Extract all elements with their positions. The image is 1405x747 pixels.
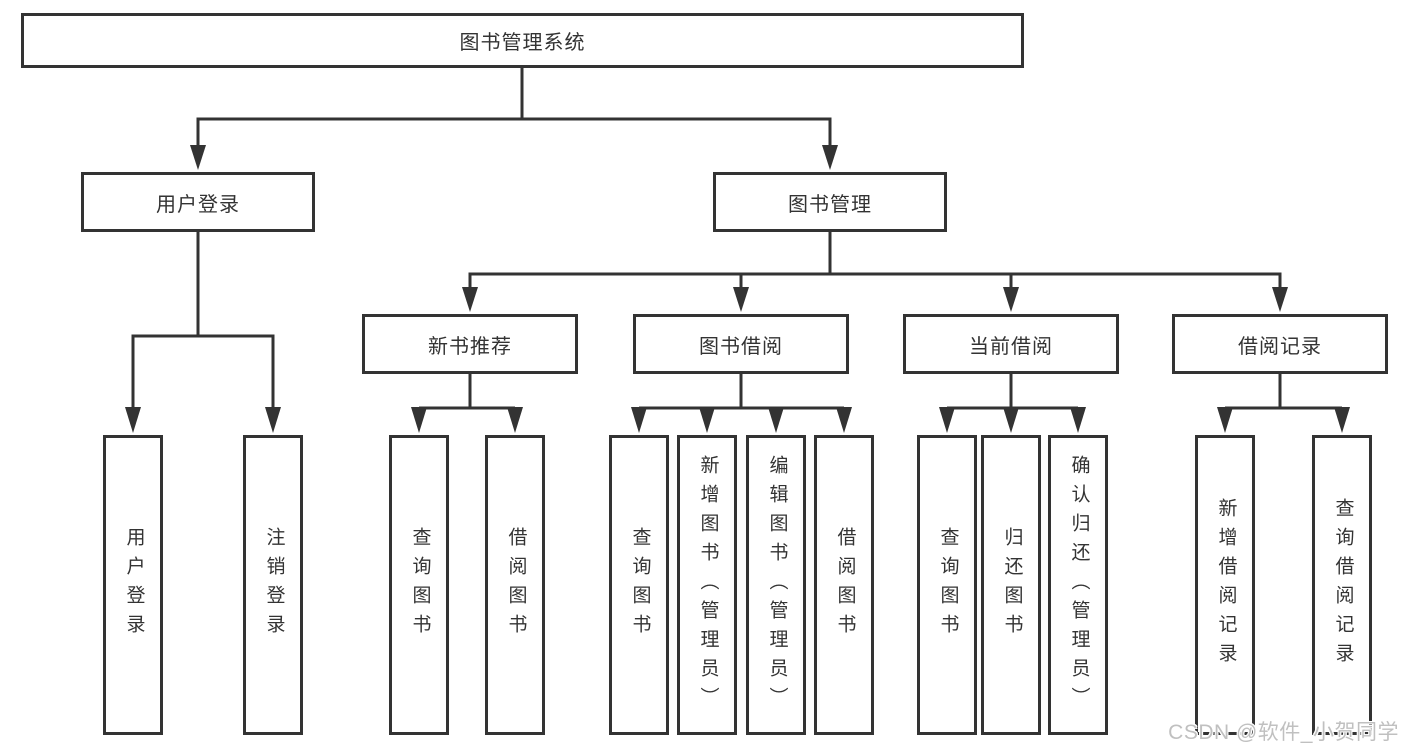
node-book-management-label: 图书管理 [788,193,872,216]
node-book-management: 图书管理 [713,172,947,232]
watermark: CSDN @软件_小贺同学 [1168,721,1399,744]
leaf-query-book-borrow-label: 查询图书 [629,527,651,643]
leaf-query-book-current: 查询图书 [917,435,977,735]
node-root-label: 图书管理系统 [459,32,586,54]
node-current-borrow-label: 当前借阅 [969,335,1053,358]
leaf-edit-book-admin: 编辑图书（管理员） [746,435,806,735]
leaf-confirm-return-admin: 确认归还（管理员） [1048,435,1108,735]
node-book-borrow: 图书借阅 [633,314,849,374]
node-borrow-records-label: 借阅记录 [1238,335,1322,358]
node-book-borrow-label: 图书借阅 [699,335,783,358]
node-current-borrow: 当前借阅 [903,314,1119,374]
node-new-book-recommend: 新书推荐 [362,314,578,374]
leaf-add-borrow-record: 新增借阅记录 [1195,435,1255,735]
leaf-return-book-label: 归还图书 [1001,527,1023,643]
node-root: 图书管理系统 [21,13,1024,68]
leaf-confirm-return-admin-label: 确认归还（管理员） [1068,454,1090,716]
node-new-book-recommend-label: 新书推荐 [428,335,512,358]
leaf-query-borrow-record-label: 查询借阅记录 [1332,498,1354,672]
leaf-add-book-admin-label: 新增图书（管理员） [697,454,719,716]
leaf-query-book-recommend: 查询图书 [389,435,449,735]
leaf-query-book-recommend-label: 查询图书 [409,527,431,643]
leaf-user-login-label: 用户登录 [123,527,145,643]
node-borrow-records: 借阅记录 [1172,314,1388,374]
leaf-edit-book-admin-label: 编辑图书（管理员） [766,454,788,716]
leaf-borrow-book-recommend: 借阅图书 [485,435,545,735]
leaf-query-book-current-label: 查询图书 [937,527,959,643]
leaf-user-login: 用户登录 [103,435,163,735]
leaf-logout-label: 注销登录 [263,527,285,643]
leaf-return-book: 归还图书 [981,435,1041,735]
leaf-borrow-book-recommend-label: 借阅图书 [505,527,527,643]
leaf-add-book-admin: 新增图书（管理员） [677,435,737,735]
leaf-logout: 注销登录 [243,435,303,735]
leaf-query-book-borrow: 查询图书 [609,435,669,735]
node-user-login-label: 用户登录 [156,193,240,216]
node-user-login: 用户登录 [81,172,315,232]
leaf-query-borrow-record: 查询借阅记录 [1312,435,1372,735]
leaf-add-borrow-record-label: 新增借阅记录 [1215,498,1237,672]
leaf-borrow-book-label: 借阅图书 [834,527,856,643]
leaf-borrow-book: 借阅图书 [814,435,874,735]
